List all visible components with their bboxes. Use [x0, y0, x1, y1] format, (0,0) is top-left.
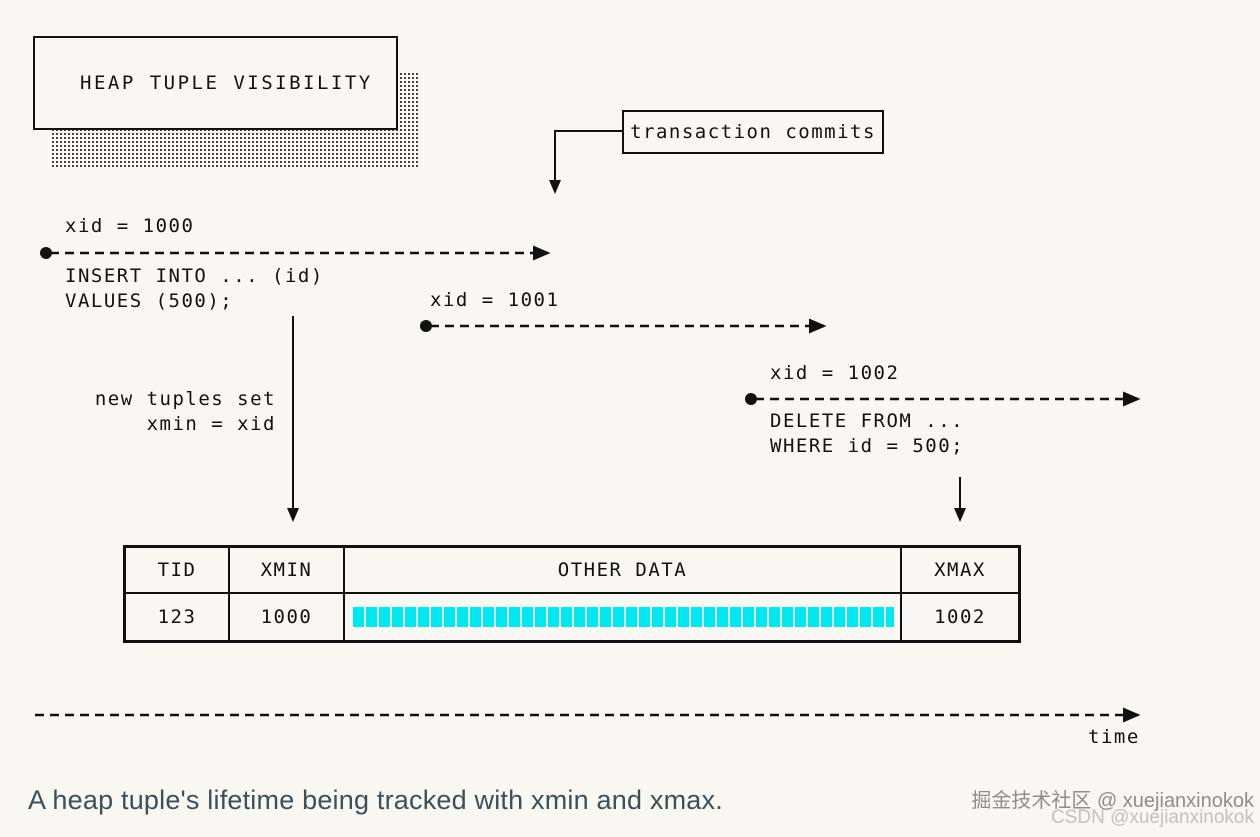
row-cell-other-data: [345, 594, 902, 640]
other-data-highlight-bar: [351, 607, 894, 627]
watermark-csdn: CSDN @xuejianxinokok: [1050, 807, 1254, 828]
diagram-caption: A heap tuple's lifetime being tracked wi…: [28, 785, 723, 815]
timeline-1001-start-dot: [420, 320, 432, 332]
diagram-title: HEAP TUPLE VISIBILITY: [80, 72, 373, 94]
delete-code-line-1: DELETE FROM ...: [770, 410, 965, 432]
timeline-1002-start-dot: [745, 393, 757, 405]
xid-1001-label: xid = 1001: [430, 289, 560, 311]
header-cell-other-data: OTHER DATA: [345, 548, 902, 594]
row-cell-xmin: 1000: [230, 594, 345, 640]
xmin-annotation-line-2: xmin = xid: [146, 413, 276, 435]
diagram-title-box: HEAP TUPLE VISIBILITY: [33, 36, 398, 130]
timeline-1000-start-dot: [40, 247, 52, 259]
xid-1002-label: xid = 1002: [770, 362, 900, 384]
row-cell-tid: 123: [126, 594, 230, 640]
commit-connector-arrow: [549, 130, 622, 194]
insert-code-line-1: INSERT INTO ... (id): [65, 265, 324, 287]
row-cell-xmax: 1002: [934, 606, 986, 628]
xmin-annotation: new tuples set xmin = xid: [80, 387, 276, 437]
header-cell-xmin: XMIN: [230, 548, 345, 594]
watermark-juejin: 掘金技术社区 @ xuejianxinokok: [971, 790, 1254, 812]
insert-code-line-2: VALUES (500);: [65, 290, 234, 312]
transaction-commits-box: transaction commits: [622, 110, 884, 154]
time-axis-label: time: [1088, 726, 1140, 748]
visibility-table: TID XMIN OTHER DATA XMAX 123 1000 1002: [123, 545, 1021, 643]
transaction-commits-label: transaction commits: [630, 121, 876, 143]
delete-code-line-2: WHERE id = 500;: [770, 435, 965, 457]
header-cell-tid: TID: [126, 548, 230, 594]
header-cell-xmax: XMAX: [902, 548, 1018, 594]
xmin-annotation-line-1: new tuples set: [94, 388, 276, 410]
xid-1000-label: xid = 1000: [65, 215, 195, 237]
